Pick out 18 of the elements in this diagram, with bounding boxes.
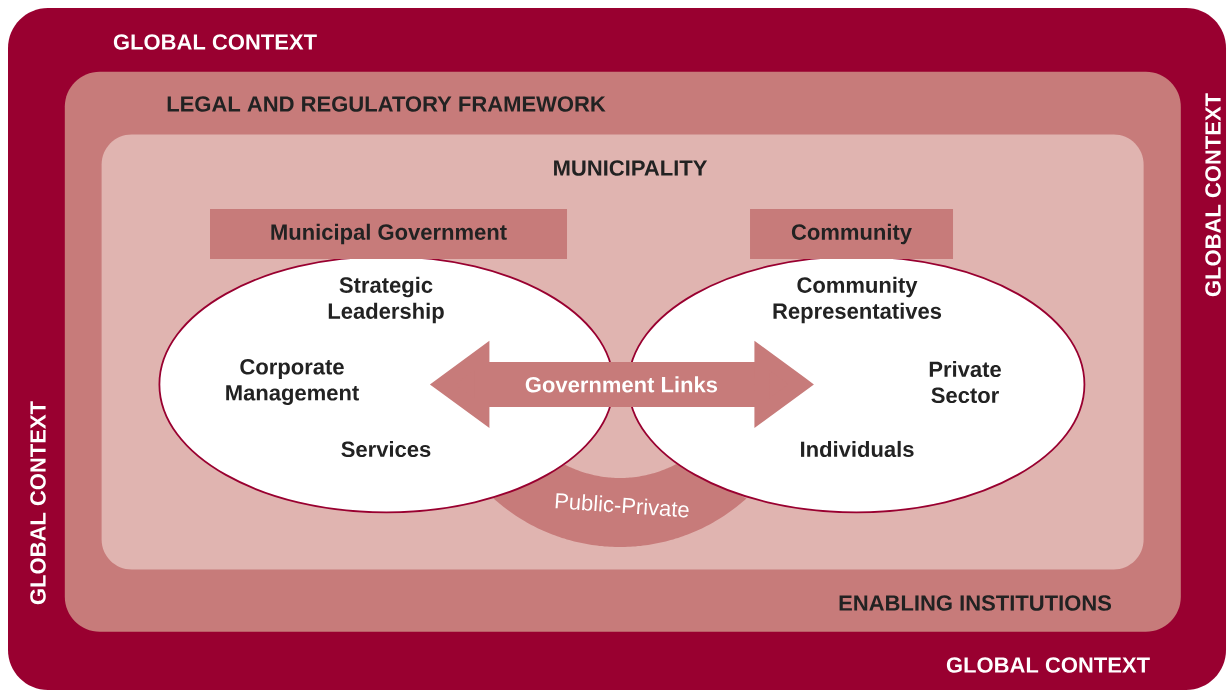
frame-title: GLOBAL CONTEXT <box>946 657 1150 673</box>
edge-label: Government Links <box>525 376 718 393</box>
frame-title: LEGAL AND REGULATORY FRAMEWORK <box>167 96 606 112</box>
member-label: Corporate Management <box>226 359 359 405</box>
heading-box: Municipal Government <box>210 209 567 259</box>
frame-title: GLOBAL CONTEXT <box>30 401 46 605</box>
member-label: Services <box>341 440 431 458</box>
frame-title: ENABLING INSTITUTIONS <box>839 595 1112 611</box>
frame-title: GLOBAL CONTEXT <box>113 34 317 50</box>
member-label: Private Sector <box>929 360 1001 404</box>
frame-title: GLOBAL CONTEXT <box>1205 93 1221 297</box>
member-label: Community Representatives <box>773 276 942 324</box>
member-label: Strategic Leadership <box>328 276 444 324</box>
frame-title: MUNICIPALITY <box>554 160 708 176</box>
member-label: Individuals <box>801 440 914 458</box>
heading-box: Community <box>750 209 953 259</box>
arc-band <box>493 464 747 547</box>
band-label: Public-Private <box>555 493 689 518</box>
